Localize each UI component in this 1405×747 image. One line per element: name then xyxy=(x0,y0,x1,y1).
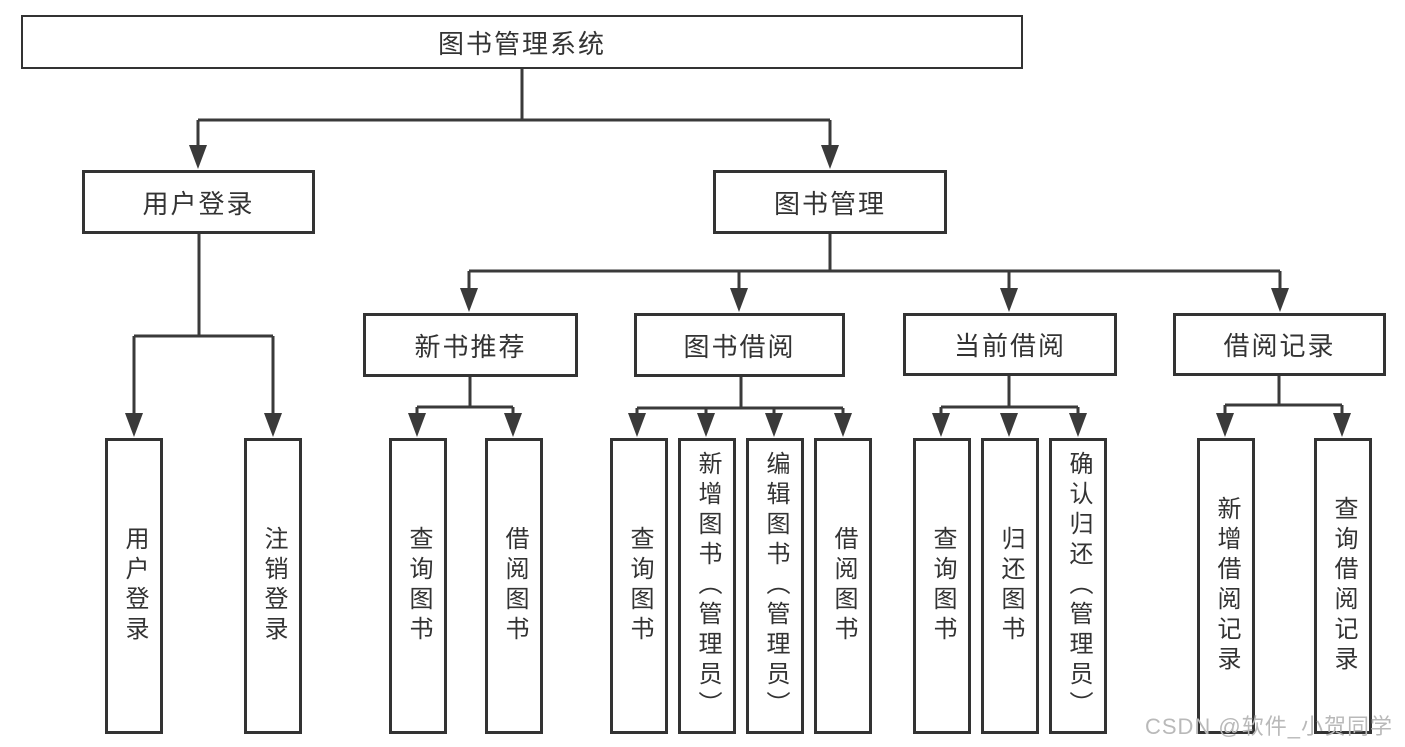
node-book-management-label: 图书管理 xyxy=(773,188,886,219)
connector-current-borrow xyxy=(939,376,1080,418)
leaf-query-borrow-record-label: 查询借阅记录 xyxy=(1330,496,1357,676)
node-user-login-branch-label: 用户登录 xyxy=(142,188,255,219)
leaf-rec-query-books-label: 查询图书 xyxy=(405,526,432,646)
node-book-borrow-label: 图书借阅 xyxy=(683,331,796,362)
arrowhead xyxy=(264,413,282,437)
arrowhead xyxy=(125,413,143,437)
node-new-book-recommend-label: 新书推荐 xyxy=(414,331,527,362)
arrowheads xyxy=(125,145,1351,437)
connector-new-book xyxy=(415,377,515,418)
arrowhead xyxy=(697,413,715,437)
leaf-borrow-books: 借阅图书 xyxy=(814,438,872,734)
leaf-add-books-admin: 新增图书（管理员） xyxy=(678,438,736,734)
arrowhead xyxy=(1069,413,1087,437)
leaf-edit-books-admin-label: 编辑图书（管理员） xyxy=(762,451,789,721)
leaf-query-borrow-record: 查询借阅记录 xyxy=(1314,438,1372,734)
leaf-user-login-label: 用户登录 xyxy=(121,526,148,646)
leaf-confirm-return-admin: 确认归还（管理员） xyxy=(1049,438,1107,734)
arrowhead xyxy=(1271,288,1289,312)
arrowhead xyxy=(504,413,522,437)
arrowhead xyxy=(628,413,646,437)
node-book-management: 图书管理 xyxy=(713,170,947,234)
arrowhead xyxy=(189,145,207,169)
leaf-return-books-label: 归还图书 xyxy=(997,526,1024,646)
leaf-rec-query-books: 查询图书 xyxy=(389,438,447,734)
arrowhead xyxy=(1000,413,1018,437)
leaf-add-borrow-record-label: 新增借阅记录 xyxy=(1213,496,1240,676)
node-current-borrow: 当前借阅 xyxy=(903,313,1117,376)
node-borrow-records: 借阅记录 xyxy=(1173,313,1386,376)
arrowhead xyxy=(821,145,839,169)
arrowhead xyxy=(765,413,783,437)
leaf-add-borrow-record: 新增借阅记录 xyxy=(1197,438,1255,734)
leaf-borrow-query-books: 查询图书 xyxy=(610,438,668,734)
arrowhead xyxy=(1216,413,1234,437)
leaf-borrow-query-books-label: 查询图书 xyxy=(626,526,653,646)
node-current-borrow-label: 当前借阅 xyxy=(953,331,1066,361)
leaf-return-books: 归还图书 xyxy=(981,438,1039,734)
connector-root xyxy=(196,68,832,150)
arrowhead xyxy=(408,413,426,437)
arrowhead xyxy=(1333,413,1351,437)
arrowhead xyxy=(730,288,748,312)
arrowhead xyxy=(932,413,950,437)
leaf-logout: 注销登录 xyxy=(244,438,302,734)
leaf-rec-borrow-books: 借阅图书 xyxy=(485,438,543,734)
node-new-book-recommend: 新书推荐 xyxy=(363,313,578,377)
leaf-current-query-books: 查询图书 xyxy=(913,438,971,734)
node-root-label: 图书管理系统 xyxy=(437,28,606,59)
connector-user-login xyxy=(132,233,275,418)
leaf-edit-books-admin: 编辑图书（管理员） xyxy=(746,438,804,734)
leaf-borrow-books-label: 借阅图书 xyxy=(830,526,857,646)
leaf-add-books-admin-label: 新增图书（管理员） xyxy=(694,451,721,721)
leaf-rec-borrow-books-label: 借阅图书 xyxy=(501,526,528,646)
node-book-borrow: 图书借阅 xyxy=(634,313,845,377)
connector-book-borrow xyxy=(635,377,845,418)
leaf-current-query-books-label: 查询图书 xyxy=(929,526,956,646)
node-root: 图书管理系统 xyxy=(21,15,1023,69)
leaf-logout-label: 注销登录 xyxy=(260,526,287,646)
arrowhead xyxy=(834,413,852,437)
node-borrow-records-label: 借阅记录 xyxy=(1223,331,1336,361)
csdn-watermark: CSDN @软件_小贺同学 xyxy=(1144,714,1393,739)
arrowhead xyxy=(460,288,478,312)
leaf-confirm-return-admin-label: 确认归还（管理员） xyxy=(1065,451,1092,721)
connector-book-mgmt xyxy=(467,233,1282,293)
connector-borrow-records xyxy=(1223,376,1344,418)
arrowhead xyxy=(1000,288,1018,312)
node-user-login-branch: 用户登录 xyxy=(82,170,315,234)
leaf-user-login: 用户登录 xyxy=(105,438,163,734)
